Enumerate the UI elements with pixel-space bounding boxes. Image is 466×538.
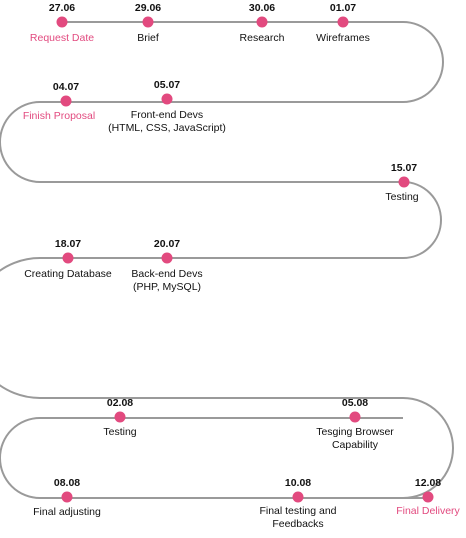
milestone-date: 12.08: [414, 477, 442, 489]
milestone-dot: [161, 93, 173, 105]
milestone-label: Testing: [385, 191, 419, 203]
milestone-dot: [256, 16, 268, 28]
milestone-dot: [142, 16, 154, 28]
milestone-dot: [60, 95, 72, 107]
milestone-date: 05.07: [153, 79, 181, 91]
milestone-date: 08.08: [53, 477, 81, 489]
milestone-label: Request Date: [29, 32, 95, 44]
milestone-label: Research: [239, 32, 285, 44]
milestone-dot: [422, 491, 434, 503]
milestone-label: Creating Database: [24, 268, 112, 280]
milestone-label: Testing: [103, 426, 137, 438]
milestone-dot: [62, 252, 74, 264]
milestone-dot: [56, 16, 68, 28]
milestone-date: 29.06: [134, 2, 162, 14]
milestone-date: 15.07: [390, 162, 418, 174]
milestone-label: Final adjusting: [33, 506, 101, 518]
milestone-dot: [292, 491, 304, 503]
milestone-dot: [161, 252, 173, 264]
milestone-date: 01.07: [329, 2, 357, 14]
milestone-dot: [114, 411, 126, 423]
milestone-label: Finish Proposal: [22, 110, 96, 122]
milestone-label: Brief: [137, 32, 159, 44]
milestone-date: 18.07: [54, 238, 82, 250]
milestone-date: 02.08: [106, 397, 134, 409]
milestone-dot: [349, 411, 361, 423]
milestone-label: Back-end Devs (PHP, MySQL): [131, 268, 203, 293]
milestone-dot: [337, 16, 349, 28]
milestone-date: 10.08: [284, 477, 312, 489]
milestone-label: Wireframes: [316, 32, 370, 44]
milestone-dot: [398, 176, 410, 188]
milestone-date: 04.07: [52, 81, 80, 93]
milestone-label: Final Delivery: [396, 505, 460, 517]
milestone-date: 30.06: [248, 2, 276, 14]
milestone-date: 27.06: [48, 2, 76, 14]
milestone-label: Front-end Devs (HTML, CSS, JavaScript): [108, 109, 226, 134]
milestone-date: 05.08: [341, 397, 369, 409]
milestone-date: 20.07: [153, 238, 181, 250]
milestone-dot: [61, 491, 73, 503]
milestone-label: Tesging Browser Capability: [316, 426, 394, 451]
milestone-label: Final testing and Feedbacks: [259, 505, 337, 530]
